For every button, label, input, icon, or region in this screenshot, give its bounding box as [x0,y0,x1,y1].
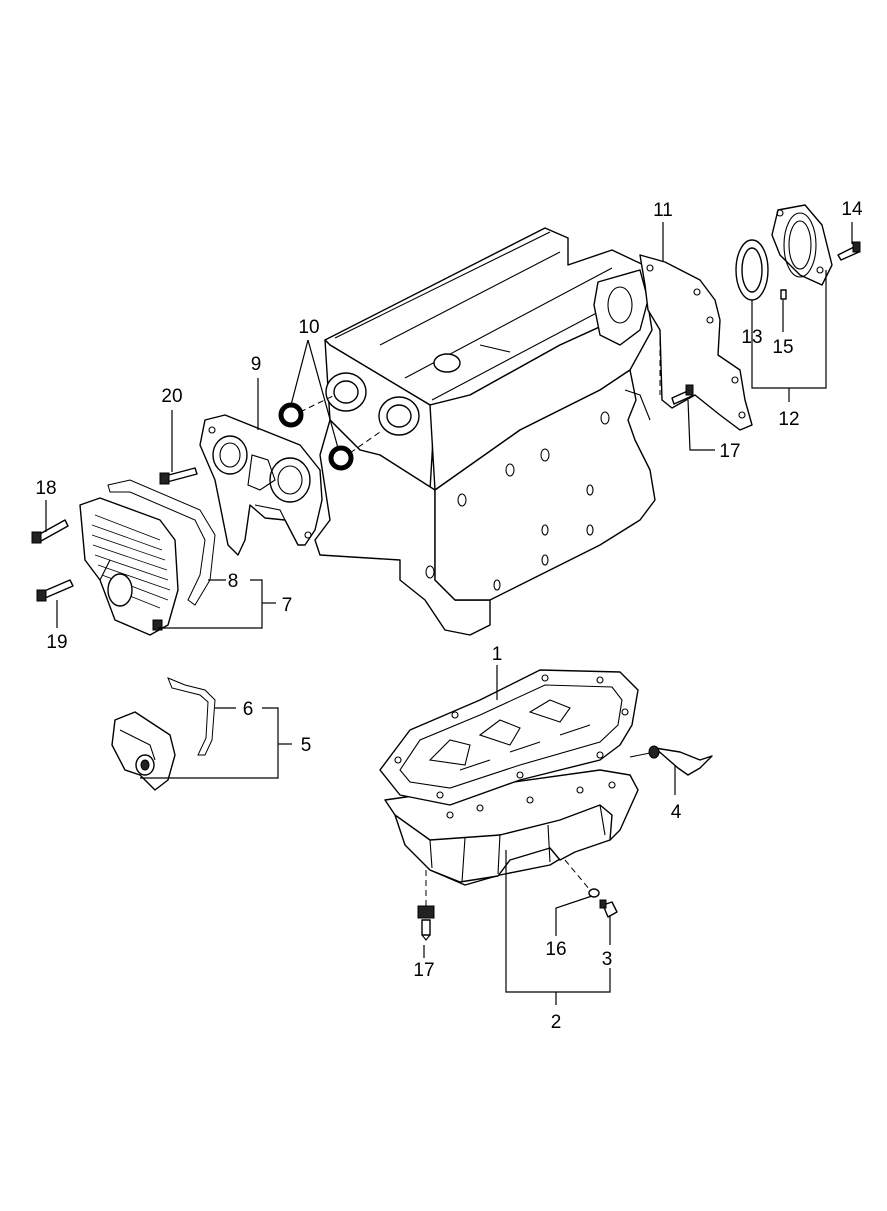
oil-level-sensor [629,745,713,776]
front-cover-bolt [159,467,198,485]
callout-labels: 1 2 3 4 5 6 7 8 9 10 11 12 13 14 15 16 1… [35,199,863,1033]
callout-11: 11 [653,200,673,221]
rear-oil-seal [735,239,769,301]
rear-seal-case [771,204,833,286]
engine-block [314,227,656,636]
lower-timing-belt-cover [111,711,176,791]
upper-timing-belt-cover [79,497,179,636]
front-case-cover [199,414,323,556]
callout-6: 6 [243,699,254,720]
rear-dowel-pin [780,289,787,300]
camshaft-oil-seals [278,394,381,471]
rear-plate-bolt [671,384,694,405]
rear-case-bolt [837,241,861,261]
callout-7: 7 [282,595,293,616]
callout-9: 9 [251,354,262,375]
callout-20: 20 [161,386,182,407]
upper-cover-bolt-19 [36,579,74,602]
callout-18: 18 [35,478,56,499]
callout-17-upper: 17 [719,441,740,462]
callout-16: 16 [545,939,566,960]
lower-cover-gasket [167,677,216,756]
callout-5: 5 [301,735,312,756]
callout-8: 8 [228,571,239,592]
callout-13: 13 [741,327,762,348]
callout-15: 15 [772,337,793,358]
callout-17-lower: 17 [413,960,434,981]
rear-plate-gasket [639,254,753,431]
callout-10: 10 [298,317,319,338]
callout-14: 14 [841,199,863,220]
timing-cover-gasket [107,479,216,606]
callout-4: 4 [671,802,682,823]
leader-lines [45,222,853,1005]
callout-3: 3 [602,949,613,970]
cover-clip [152,619,163,631]
oil-pan-bolt [417,905,435,941]
oil-pan-gasket [379,669,639,806]
callout-2: 2 [551,1012,562,1033]
callout-19: 19 [46,632,67,653]
callout-1: 1 [492,644,503,665]
drain-plug-gasket [588,888,600,898]
upper-cover-bolt-18 [31,519,69,544]
drain-plug [599,899,618,918]
callout-12: 12 [778,409,799,430]
